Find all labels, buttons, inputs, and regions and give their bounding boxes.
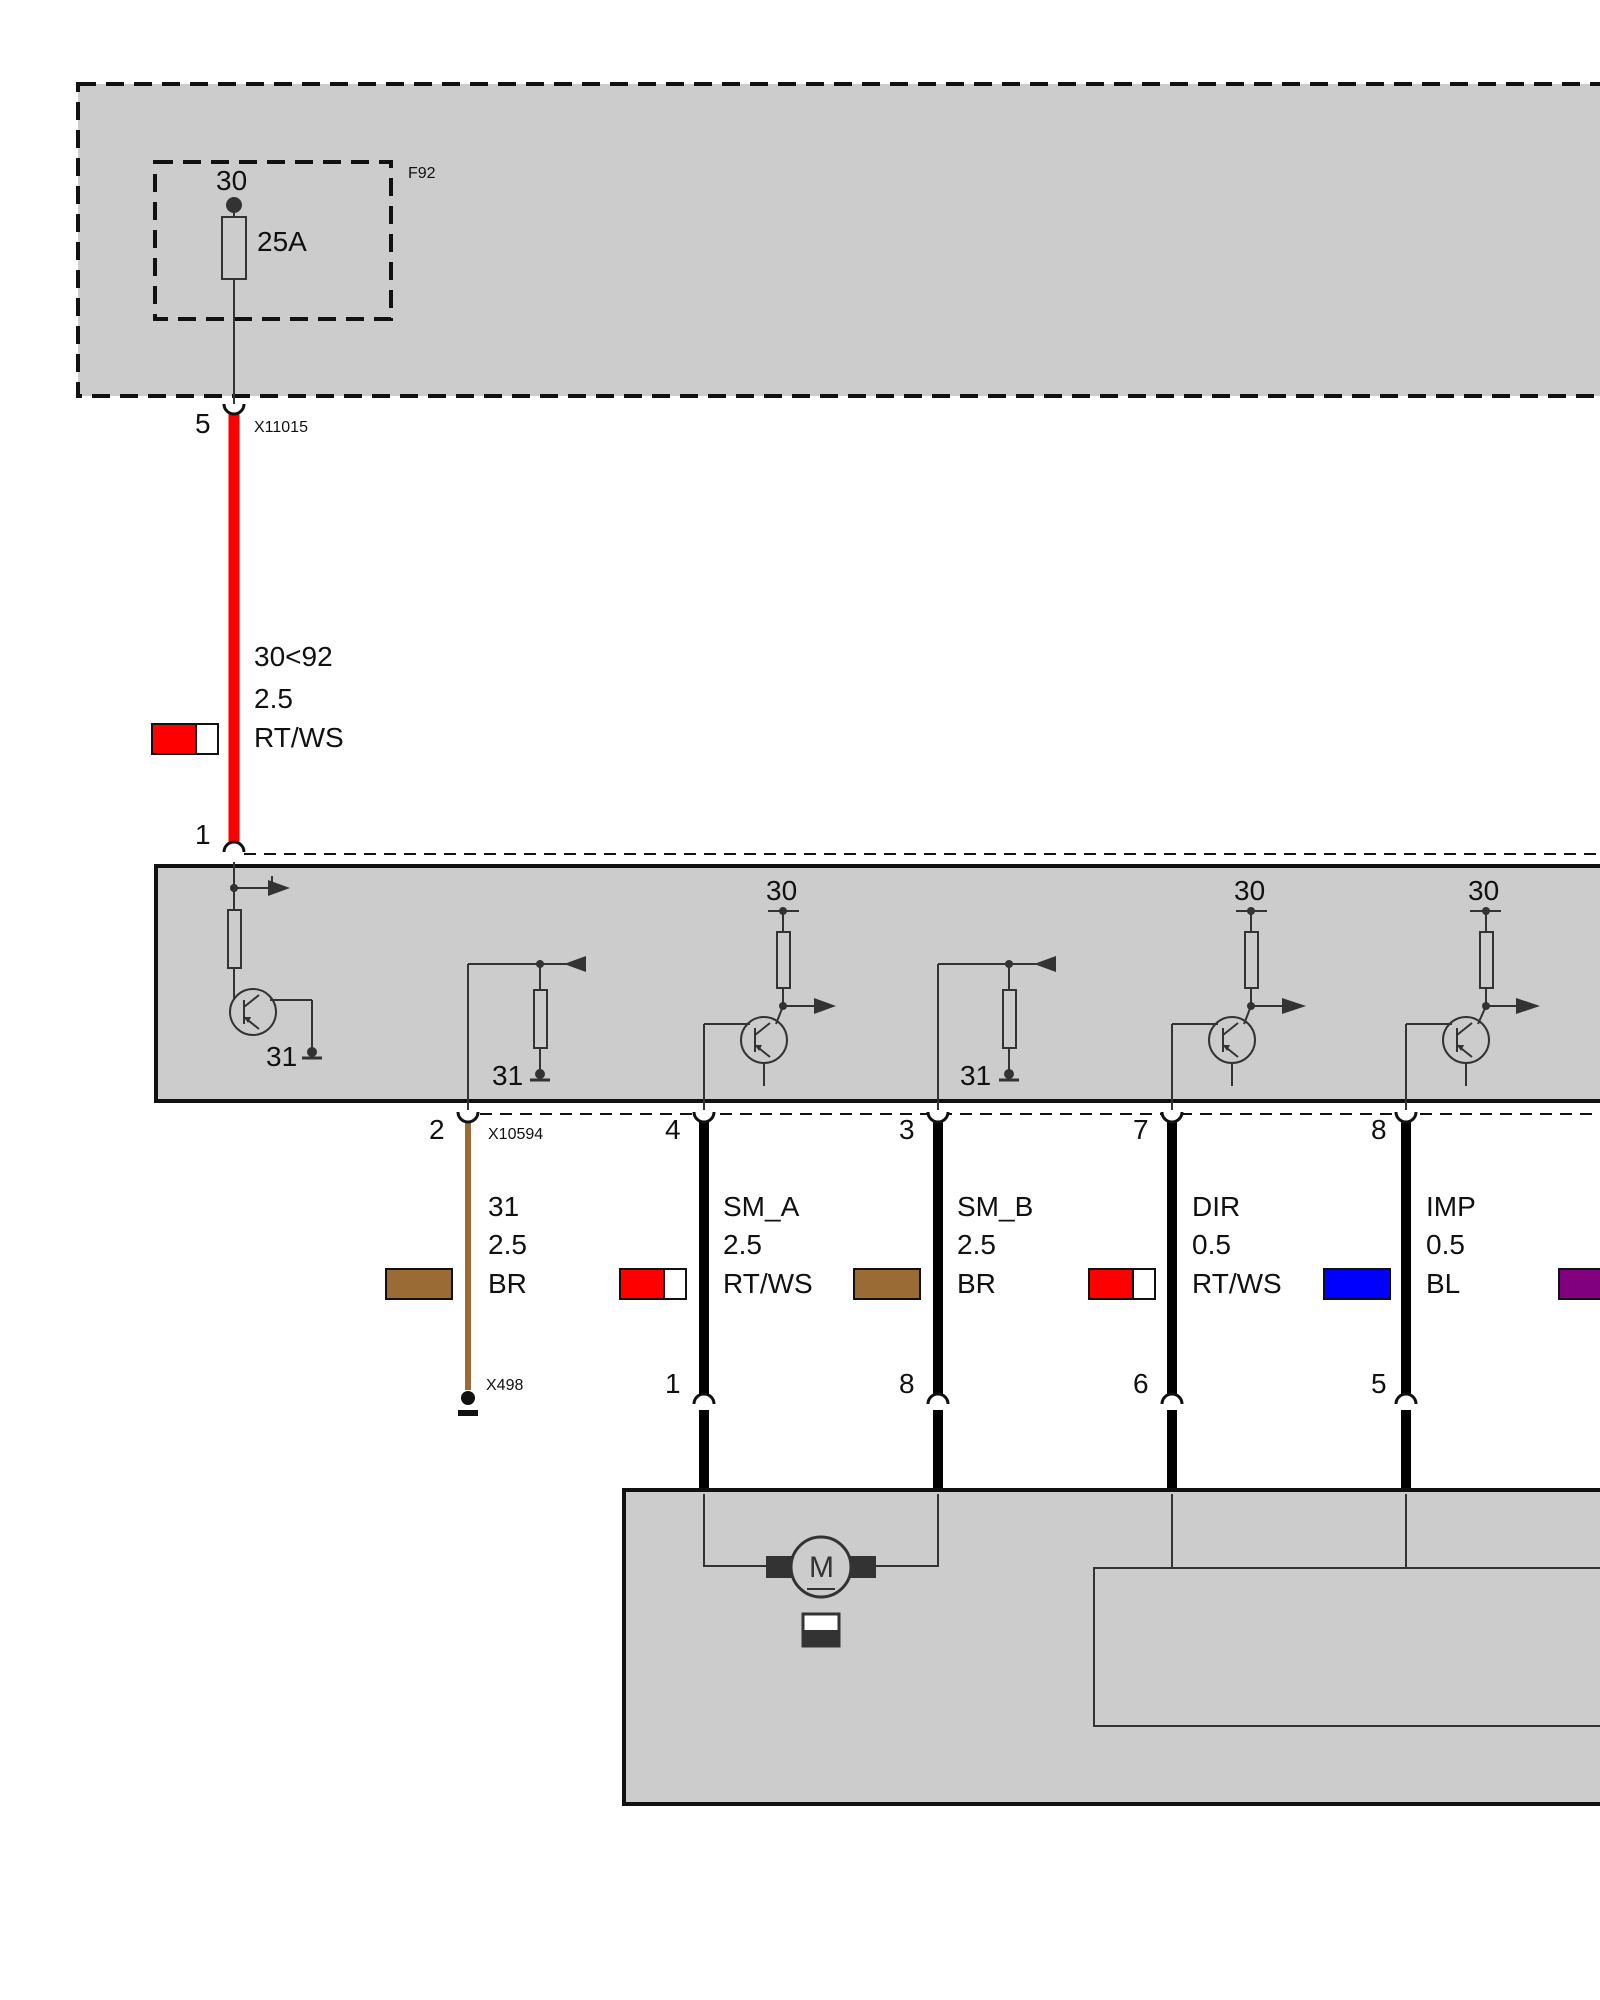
connector-x11015: X11015 (254, 419, 308, 436)
signal-wire-3 (1160, 1111, 1184, 1490)
connector-x10594: X10594 (488, 1126, 543, 1143)
pin-5-connector (222, 403, 246, 416)
signal-wire-4-color: BL (1426, 1268, 1460, 1299)
ground-point-dot (461, 1391, 475, 1405)
fuse-element (221, 216, 247, 280)
signal-wire-3-swatch (1088, 1268, 1156, 1300)
signal-wire-2-color: BR (957, 1268, 996, 1299)
swatch-main-0 (151, 723, 197, 755)
pin-5-label: 5 (195, 408, 211, 439)
stage-6-supply-label: 30 (1468, 875, 1499, 906)
pin-1-connector (222, 840, 246, 853)
signal-wire-3-pin-top: 7 (1133, 1114, 1149, 1145)
swatch-sig-2-0 (1088, 1268, 1134, 1300)
electronics-block (1093, 1494, 1600, 1727)
main-wire-color: RT/WS (254, 722, 344, 753)
signal-wire-3-gauge: 0.5 (1192, 1229, 1231, 1260)
signal-wire-2-pin-bottom: 8 (899, 1368, 915, 1399)
signal-wire-1-pin-top: 4 (665, 1114, 681, 1145)
signal-wire-2-swatch (853, 1268, 921, 1300)
ground-wire-gauge: 2.5 (488, 1229, 527, 1260)
fuse-box-housing (76, 82, 1600, 398)
stage-2-ground-label: 31 (492, 1060, 523, 1091)
fuse-f92-outline (153, 160, 393, 321)
pin-2-connector (456, 1111, 480, 1124)
swatch-sig-4-0 (1558, 1268, 1600, 1300)
motor-symbol: M (703, 1494, 939, 1648)
stage-2-ground-input (467, 956, 586, 1110)
signal-wire-2 (926, 1111, 950, 1490)
fuse-rating: 25A (257, 226, 307, 257)
signal-wire-4-gauge: 0.5 (1426, 1229, 1465, 1260)
pin-1-label: 1 (195, 819, 211, 850)
stage-1-supply-switch (227, 862, 324, 1060)
signal-wire-4-swatch (1323, 1268, 1391, 1300)
ground-wire-color: BR (488, 1268, 527, 1299)
signal-wire-5-swatch (1558, 1268, 1600, 1300)
stage-1-ground-label: 31 (266, 1041, 297, 1072)
ground-wire-color-swatch (385, 1268, 453, 1300)
main-wire-color-swatch (151, 723, 219, 755)
signal-wire-2-pin-top: 3 (899, 1114, 915, 1145)
stage-5-supply-label: 30 (1234, 875, 1265, 906)
fuse-terminal: 30 (216, 165, 247, 196)
signal-wire-1-name: SM_A (723, 1191, 800, 1222)
signal-wire-4-pin-bottom: 5 (1371, 1368, 1387, 1399)
fuse-ref: F92 (408, 165, 436, 182)
signal-wire-1-swatch (619, 1268, 687, 1300)
swatch-sig-2-1 (1132, 1268, 1156, 1300)
main-wire-gauge: 2.5 (254, 683, 293, 714)
signal-wire-3-name: DIR (1192, 1191, 1240, 1222)
ground-wire-signal: 31 (488, 1191, 519, 1222)
swatch-ground-0 (385, 1268, 453, 1300)
swatch-sig-1-0 (853, 1268, 921, 1300)
swatch-sig-3-0 (1323, 1268, 1391, 1300)
main-wire-signal: 30<92 (254, 641, 333, 672)
signal-wire-3-pin-bottom: 6 (1133, 1368, 1149, 1399)
stage-6-transistor (1405, 907, 1540, 1110)
swatch-sig-0-0 (619, 1268, 665, 1300)
signal-wire-4 (1394, 1111, 1418, 1490)
stage-3-transistor (703, 907, 836, 1110)
swatch-main-1 (195, 723, 219, 755)
control-module-housing (154, 864, 1600, 1103)
signal-wire-1-color: RT/WS (723, 1268, 813, 1299)
stage-5-transistor (1171, 907, 1306, 1110)
connector-x498: X498 (486, 1377, 523, 1394)
signal-wire-4-pin-top: 8 (1371, 1114, 1387, 1145)
signal-wire-1-pin-bottom: 1 (665, 1368, 681, 1399)
stage-4-ground-input (937, 956, 1056, 1110)
pin-2-label: 2 (429, 1114, 445, 1145)
motor-symbol-letter: M (809, 1551, 834, 1584)
stage-3-supply-label: 30 (766, 875, 797, 906)
swatch-sig-0-1 (663, 1268, 687, 1300)
signal-wire-1-gauge: 2.5 (723, 1229, 762, 1260)
ground-point-bar (458, 1410, 478, 1416)
signal-wire-4-name: IMP (1426, 1191, 1476, 1222)
signal-wire-2-name: SM_B (957, 1191, 1033, 1222)
signal-wire-3-color: RT/WS (1192, 1268, 1282, 1299)
signal-wire-1 (692, 1111, 716, 1490)
signal-wire-2-gauge: 2.5 (957, 1229, 996, 1260)
stage-4-ground-label: 31 (960, 1060, 991, 1091)
